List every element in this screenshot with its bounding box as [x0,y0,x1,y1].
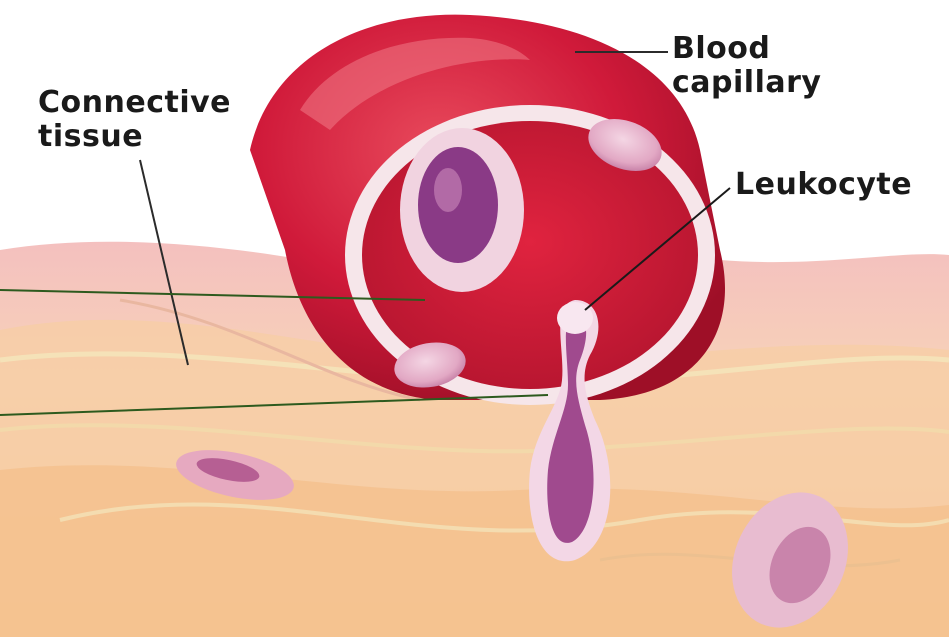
connective-tissue-label: Connective tissue [38,86,231,154]
leukocyte-label: Leukocyte [735,168,912,202]
blood-capillary-label: Blood capillary [672,32,821,100]
